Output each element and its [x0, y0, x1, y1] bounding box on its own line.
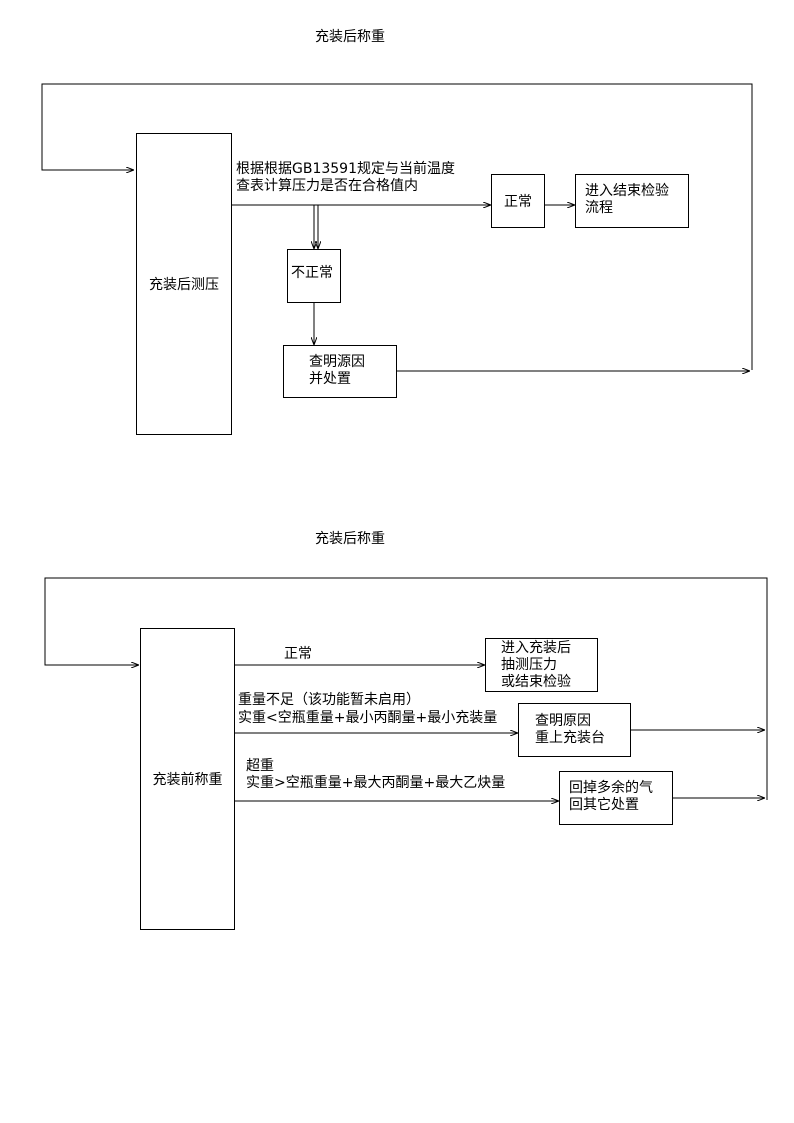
diagram1-handle-line2: 并处置 — [309, 371, 351, 387]
diagram1-main-box: 充装后测压 — [136, 133, 232, 435]
diagram1-handle-box: 查明源因 并处置 — [283, 345, 397, 398]
diagram2-over-action-line1: 回掉多余的气 — [569, 780, 653, 796]
diagram2-main-box-label: 充装前称重 — [152, 772, 223, 788]
diagram2-under-action-box: 查明原因 重上充装台 — [518, 703, 631, 757]
diagram2-under-action-line2: 重上充装台 — [535, 730, 605, 746]
diagram1-condition-line2: 查表计算压力是否在合格值内 — [236, 178, 418, 194]
diagram1-title: 充装后称重 — [315, 29, 385, 45]
diagram2-under-action-line1: 查明原因 — [535, 713, 591, 729]
diagram1-normal-label: 正常 — [504, 194, 532, 210]
diagram1-end-check-line2: 流程 — [585, 200, 613, 216]
diagram2-next-step-box: 进入充装后 抽测压力 或结束检验 — [485, 638, 598, 692]
diagram1-abnormal-label: 不正常 — [291, 265, 333, 281]
diagram2-over-line1: 超重 — [246, 758, 274, 774]
diagram2-over-line2: 实重>空瓶重量+最大丙酮量+最大乙炔量 — [246, 775, 506, 791]
diagram1-condition-line1: 根据根据GB13591规定与当前温度 — [236, 161, 455, 177]
feedback-loop-line-1 — [41, 83, 753, 370]
diagram2-over-action-line2: 回其它处置 — [569, 797, 639, 813]
diagram2-next-step-line1: 进入充装后 — [501, 640, 571, 656]
diagram1-main-box-label: 充装后测压 — [149, 277, 219, 293]
diagram1-end-check-line1: 进入结束检验 — [585, 183, 669, 199]
diagram2-under-line2: 实重<空瓶重量+最小丙酮量+最小充装量 — [238, 710, 498, 726]
feedback-loop-line-2 — [44, 577, 768, 800]
diagram2-next-step-line2: 抽测压力 — [501, 657, 557, 673]
diagram2-normal-label: 正常 — [284, 646, 312, 662]
diagram2-next-step-line3: 或结束检验 — [501, 674, 571, 690]
diagram2-over-action-box: 回掉多余的气 回其它处置 — [559, 771, 673, 825]
diagram2-title: 充装后称重 — [315, 531, 385, 547]
diagram1-normal-box: 正常 — [491, 174, 545, 228]
diagram1-end-check-box: 进入结束检验 流程 — [575, 174, 689, 228]
diagram2-under-line1: 重量不足（该功能暂未启用） — [238, 692, 420, 708]
diagram1-abnormal-box: 不正常 — [287, 249, 341, 303]
diagram1-handle-line1: 查明源因 — [309, 354, 365, 370]
diagram2-main-box: 充装前称重 — [140, 628, 235, 930]
